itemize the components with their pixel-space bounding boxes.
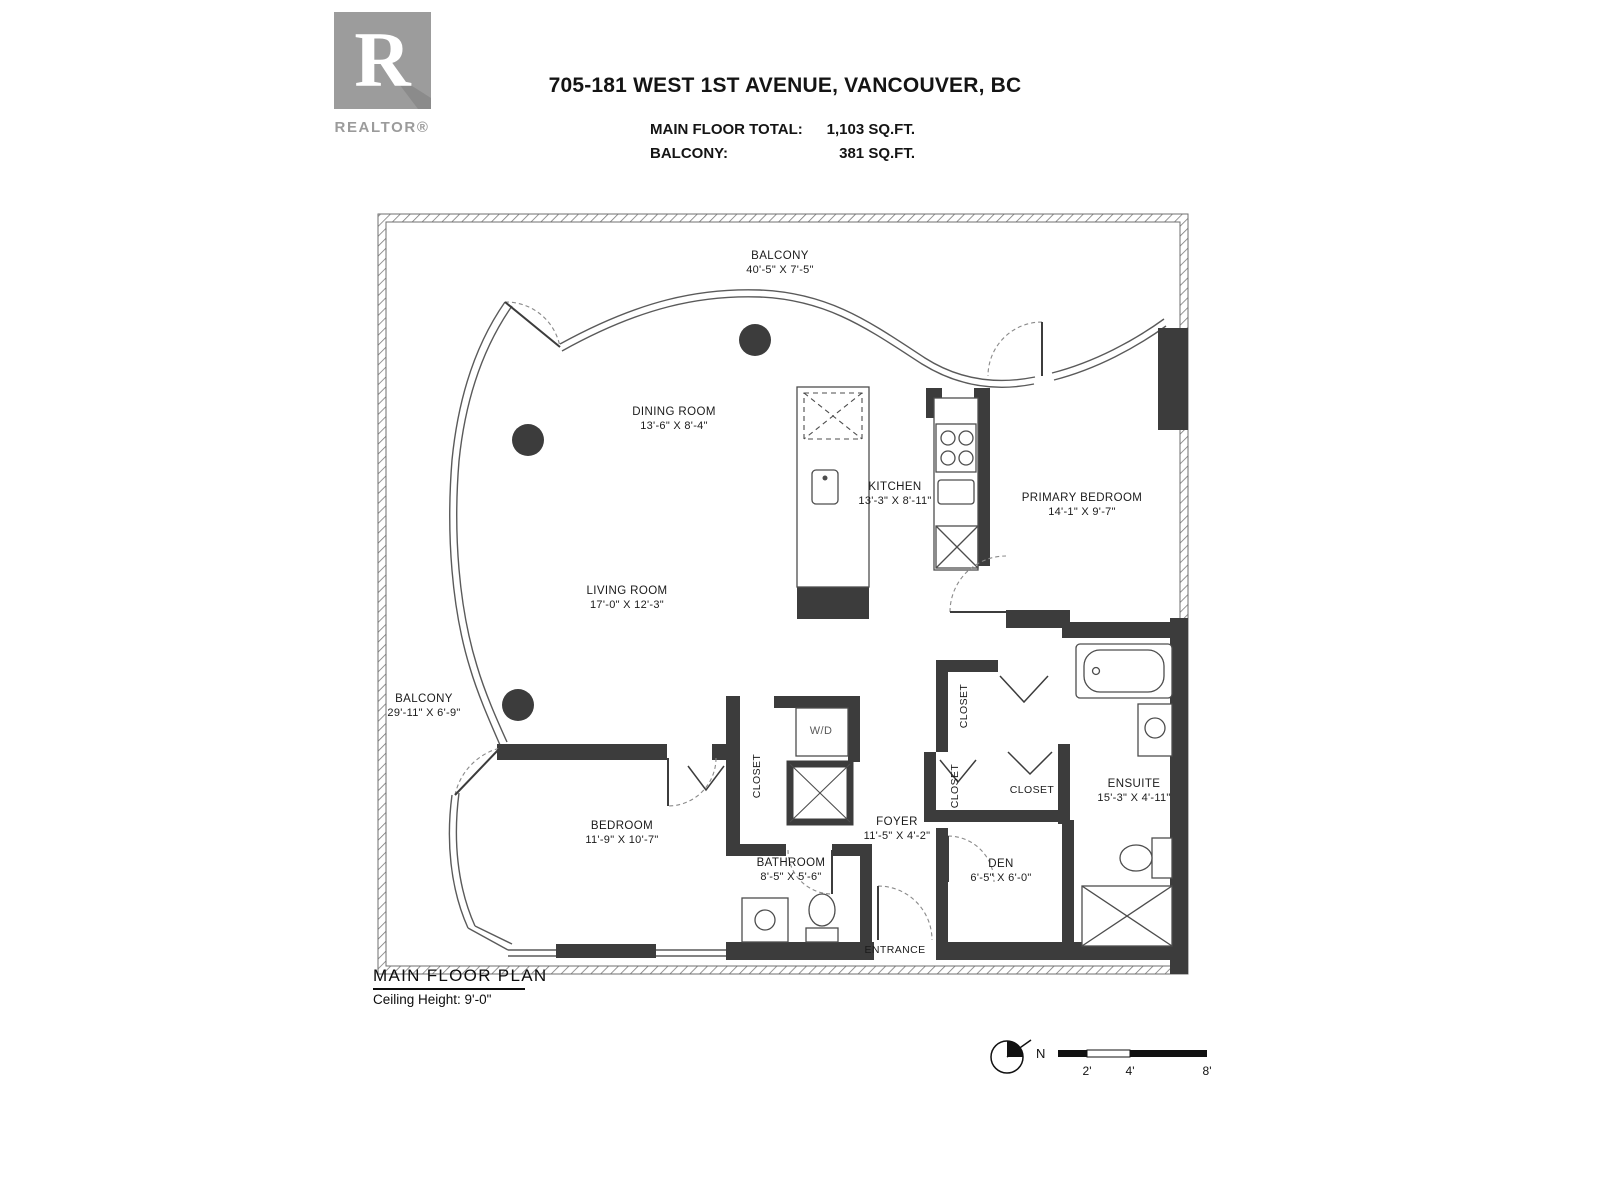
scale-label-4ft: 4' <box>1125 1064 1135 1078</box>
room-label-bathroom: BATHROOM 8'-5" X 5'-6" <box>757 857 826 883</box>
room-name: BEDROOM <box>590 820 654 832</box>
balcony-total-value: 381 SQ.FT. <box>839 145 915 162</box>
balcony-glazing <box>448 289 1167 957</box>
room-name: BALCONY <box>395 693 453 705</box>
room-dims: 14'-1" X 9'-7" <box>1048 506 1116 518</box>
bathtub <box>1075 643 1173 699</box>
column-icon <box>502 689 534 721</box>
realtor-logo: R REALTOR® <box>332 12 432 136</box>
scale-label-8ft: 8' <box>1202 1064 1212 1078</box>
plan-title-underline <box>373 988 525 990</box>
room-name: DINING ROOM <box>632 406 716 418</box>
column-icon <box>739 324 771 356</box>
room-name: LIVING ROOM <box>586 585 668 597</box>
column-icon <box>512 424 544 456</box>
room-dims: 17'-0" X 12'-3" <box>589 599 664 611</box>
realtor-logo-letter: R <box>354 16 412 103</box>
room-dims: 15'-3" X 4'-11" <box>1097 792 1171 804</box>
room-dims: 8'-5" X 5'-6" <box>760 871 822 883</box>
scale-bar <box>1058 1049 1207 1058</box>
closet-label-4: CLOSET <box>751 753 763 799</box>
closet-label-1: CLOSET <box>958 683 970 729</box>
room-dims: 6'-5" X 6'-0" <box>970 872 1032 884</box>
shaft-box <box>786 760 854 826</box>
main-floor-total-row: MAIN FLOOR TOTAL: 1,103 SQ.FT. <box>650 121 915 138</box>
room-name: KITCHEN <box>868 481 922 493</box>
kitchen-sink <box>937 479 975 505</box>
stove <box>935 423 977 473</box>
room-name: PRIMARY BEDROOM <box>1021 492 1143 504</box>
realtor-logo-label: REALTOR® <box>334 119 430 136</box>
main-floor-total-value: 1,103 SQ.FT. <box>826 121 915 138</box>
room-name: FOYER <box>876 816 918 828</box>
room-label-balcony-left: BALCONY 29'-11" X 6'-9" <box>387 693 460 719</box>
room-dims: 13'-3" X 8'-11" <box>858 495 932 507</box>
room-label-balcony-top: BALCONY 40'-5" X 7'-5" <box>746 250 814 276</box>
room-label-ensuite: ENSUITE 15'-3" X 4'-11" <box>1097 778 1170 804</box>
columns <box>502 324 771 721</box>
room-label-kitchen: KITCHEN 13'-3" X 8'-11" <box>858 481 931 507</box>
kitchen-island <box>796 386 870 588</box>
page-title: 705-181 WEST 1ST AVENUE, VANCOUVER, BC <box>548 74 1022 97</box>
ensuite-toilet <box>1119 837 1173 879</box>
room-label-den: DEN 6'-5" X 6'-0" <box>970 858 1031 884</box>
door-swings <box>454 301 1043 941</box>
ceiling-height: Ceiling Height: 9'-0" <box>373 992 492 1007</box>
realtor-logo-mark: R <box>333 12 431 109</box>
main-floor-total-label: MAIN FLOOR TOTAL: <box>650 121 803 138</box>
balcony-total-row: BALCONY: 381 SQ.FT. <box>650 145 915 162</box>
washer-dryer-label: W/D <box>809 725 833 737</box>
plan-title: MAIN FLOOR PLAN <box>373 966 548 985</box>
room-label-bedroom: BEDROOM 11'-9" X 10'-7" <box>585 820 658 846</box>
room-dims: 29'-11" X 6'-9" <box>387 707 461 719</box>
balcony-total-label: BALCONY: <box>650 145 729 162</box>
bathroom-toilet <box>805 893 839 943</box>
dishwasher <box>803 392 863 440</box>
island-sink <box>811 469 839 505</box>
kitchen-counter <box>933 397 979 571</box>
room-label-primary-bedroom: PRIMARY BEDROOM 14'-1" X 9'-7" <box>1022 492 1143 518</box>
closet-doors <box>687 675 1053 792</box>
room-name: BALCONY <box>751 250 809 262</box>
fridge <box>935 525 979 569</box>
washer-dryer-box <box>795 707 849 757</box>
north-arrow-icon <box>990 1039 1032 1074</box>
ensuite-fixtures <box>1075 643 1173 947</box>
room-label-foyer: FOYER 11'-5" X 4'-2" <box>864 816 931 842</box>
room-label-dining-room: DINING ROOM 13'-6" X 8'-4" <box>632 406 716 432</box>
room-dims: 11'-5" X 4'-2" <box>863 830 931 842</box>
room-name: BATHROOM <box>756 857 826 869</box>
bathroom-fixtures <box>741 893 839 943</box>
room-dims: 13'-6" X 8'-4" <box>640 420 708 432</box>
room-dims: 11'-9" X 10'-7" <box>585 834 659 846</box>
room-label-living-room: LIVING ROOM 17'-0" X 12'-3" <box>586 585 667 611</box>
scale-label-2ft: 2' <box>1082 1064 1092 1078</box>
room-name: ENSUITE <box>1107 778 1161 790</box>
bathroom-vanity <box>741 897 789 943</box>
ensuite-shower <box>1081 885 1173 947</box>
entrance-label: ENTRANCE <box>864 944 926 956</box>
room-dims: 40'-5" X 7'-5" <box>746 264 814 276</box>
ensuite-vanity <box>1137 703 1173 757</box>
kitchen-fixtures <box>933 397 979 571</box>
closet-label-2: CLOSET <box>949 763 961 809</box>
closet-label-3: CLOSET <box>1009 784 1055 796</box>
north-label: N <box>1036 1046 1046 1061</box>
room-name: DEN <box>988 858 1014 870</box>
area-summary: MAIN FLOOR TOTAL: 1,103 SQ.FT. BALCONY: … <box>650 121 915 169</box>
